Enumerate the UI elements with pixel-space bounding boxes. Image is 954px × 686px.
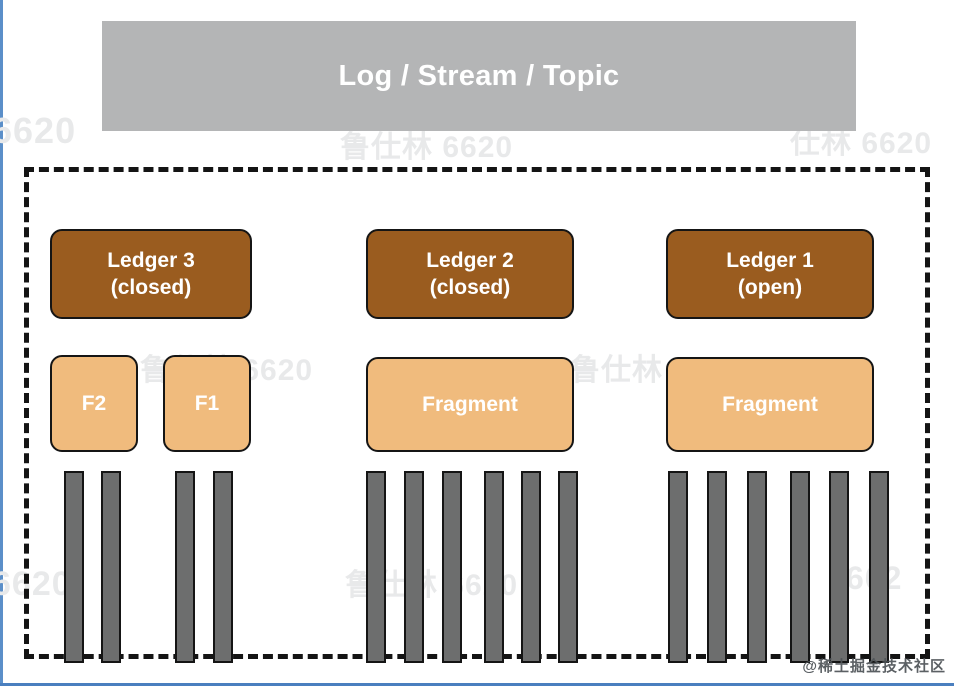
entry-bar	[521, 471, 541, 663]
ledger-state: (open)	[737, 276, 803, 299]
entry-bar	[668, 471, 688, 663]
entry-bar	[869, 471, 889, 663]
entry-bar	[442, 471, 462, 663]
entry-bar	[213, 471, 233, 663]
fragment-box[interactable]: Fragment	[366, 357, 574, 452]
ledger-state: (closed)	[429, 276, 511, 299]
ledger-title: Ledger 2	[426, 248, 514, 272]
entry-bar	[101, 471, 121, 663]
entry-bar	[558, 471, 578, 663]
banner-title: Log / Stream / Topic	[338, 59, 620, 92]
entry-bar	[404, 471, 424, 663]
credit-watermark: @稀土掘金技术社区	[802, 658, 946, 675]
ledger-box-ledger-3[interactable]: Ledger 3 (closed)	[50, 229, 252, 319]
fragment-label: F1	[194, 391, 220, 415]
log-stream-topic-banner: Log / Stream / Topic	[102, 21, 856, 131]
entry-bar	[829, 471, 849, 663]
ledger-title: Ledger 3	[107, 248, 195, 272]
fragment-label: Fragment	[722, 392, 818, 416]
ledger-title: Ledger 1	[726, 248, 814, 272]
ledger-state: (closed)	[110, 276, 192, 299]
fragment-box[interactable]: F2	[50, 355, 138, 452]
managed-ledger-dashed-container	[24, 167, 930, 659]
entry-bar	[64, 471, 84, 663]
fragment-box[interactable]: Fragment	[666, 357, 874, 452]
entry-bar	[175, 471, 195, 663]
page-bottom-edge	[0, 683, 954, 686]
fragment-label: F2	[81, 391, 107, 415]
ledger-box-ledger-1[interactable]: Ledger 1 (open)	[666, 229, 874, 319]
entry-bar	[790, 471, 810, 663]
entry-bar	[747, 471, 767, 663]
entry-bar	[366, 471, 386, 663]
page-left-edge	[0, 0, 3, 686]
background-watermark: 6620	[0, 110, 77, 151]
entry-bar	[707, 471, 727, 663]
ledger-box-ledger-2[interactable]: Ledger 2 (closed)	[366, 229, 574, 319]
entry-bar	[484, 471, 504, 663]
fragment-label: Fragment	[422, 392, 518, 416]
fragment-box[interactable]: F1	[163, 355, 251, 452]
